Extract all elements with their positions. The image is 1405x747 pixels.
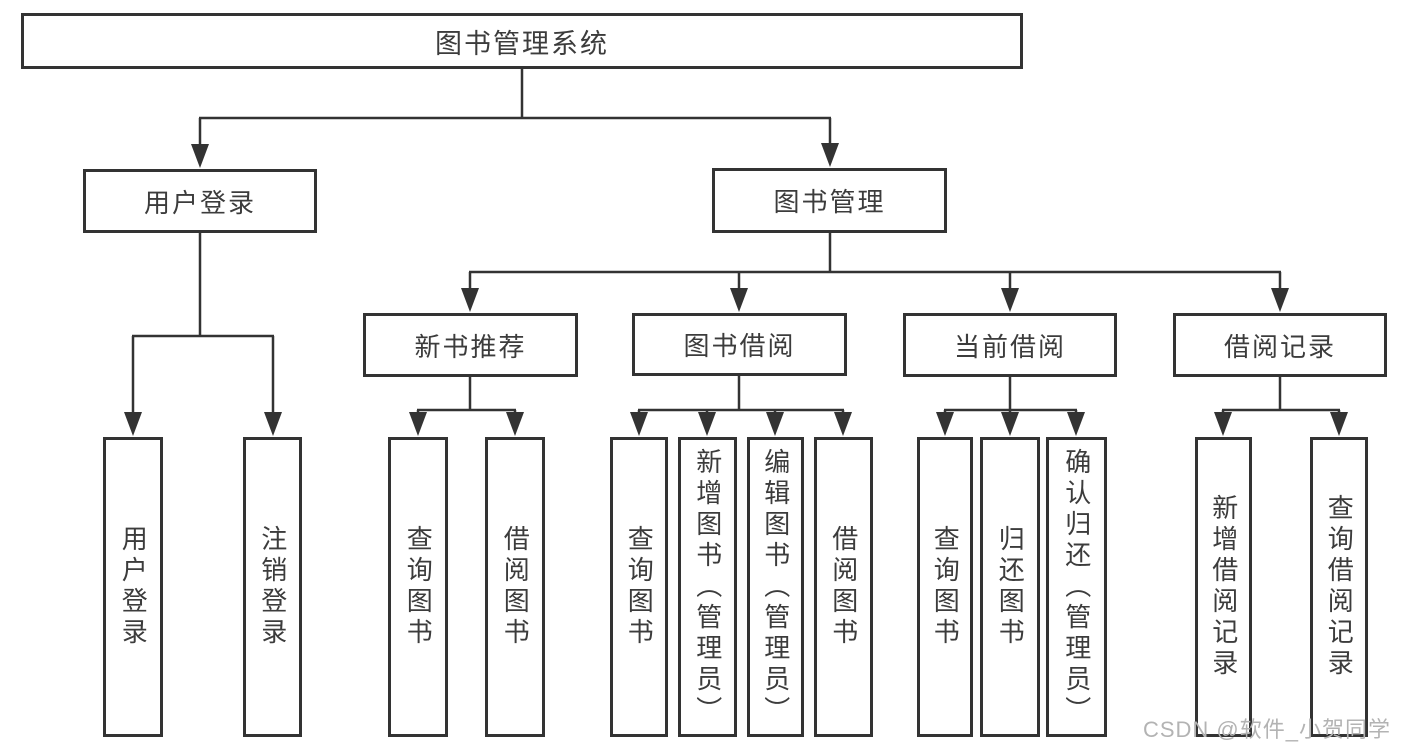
node-label: 当前借阅	[953, 331, 1066, 362]
node-book-management-system: 图书管理系统	[21, 13, 1023, 69]
node-label: 图书管理	[773, 187, 886, 217]
node-label: 用户登录	[143, 187, 256, 218]
leaf-label: 新增借阅记录	[1208, 494, 1239, 680]
leaf-label: 查询图书	[403, 525, 434, 649]
node-label: 图书借阅	[683, 331, 796, 361]
leaf-newrec-borrow-books: 借阅图书	[485, 437, 545, 737]
leaf-borrow-add-books-admin: 新增图书（管理员）	[678, 437, 737, 737]
leaf-label: 查询借阅记录	[1324, 494, 1355, 680]
leaf-label: 借阅图书	[828, 525, 859, 649]
leaf-label: 用户登录	[118, 525, 149, 649]
node-label: 新书推荐	[414, 331, 527, 362]
leaf-logout: 注销登录	[243, 437, 302, 737]
node-borrowing-records: 借阅记录	[1173, 313, 1387, 377]
node-label: 借阅记录	[1223, 331, 1336, 362]
leaf-current-query-books: 查询图书	[917, 437, 973, 737]
leaf-borrow-edit-books-admin: 编辑图书（管理员）	[747, 437, 804, 737]
leaf-borrow-borrow-books: 借阅图书	[814, 437, 873, 737]
node-book-management: 图书管理	[712, 168, 947, 233]
node-new-book-recommend: 新书推荐	[363, 313, 578, 377]
node-book-borrowing: 图书借阅	[632, 313, 847, 376]
leaf-label: 新增图书（管理员）	[692, 447, 723, 727]
leaf-current-confirm-return-admin: 确认归还（管理员）	[1046, 437, 1107, 737]
leaf-label: 借阅图书	[500, 525, 531, 649]
leaf-current-return-books: 归还图书	[980, 437, 1040, 737]
leaf-records-query-record: 查询借阅记录	[1310, 437, 1368, 737]
connector-arrows	[124, 143, 1348, 436]
leaf-records-add-record: 新增借阅记录	[1195, 437, 1252, 737]
node-user-login: 用户登录	[83, 169, 317, 233]
connector-lines	[131, 68, 1341, 412]
leaf-label: 查询图书	[624, 525, 655, 649]
node-label: 图书管理系统	[435, 28, 609, 59]
leaf-user-login: 用户登录	[103, 437, 163, 737]
leaf-borrow-query-books: 查询图书	[610, 437, 668, 737]
leaf-newrec-query-books: 查询图书	[388, 437, 448, 737]
leaf-label: 归还图书	[995, 525, 1026, 649]
node-current-borrowing: 当前借阅	[903, 313, 1117, 377]
leaf-label: 注销登录	[257, 525, 288, 649]
leaf-label: 确认归还（管理员）	[1061, 447, 1092, 727]
leaf-label: 编辑图书（管理员）	[760, 447, 791, 727]
leaf-label: 查询图书	[930, 525, 961, 649]
watermark: CSDN @软件_小贺同学	[1142, 717, 1391, 742]
